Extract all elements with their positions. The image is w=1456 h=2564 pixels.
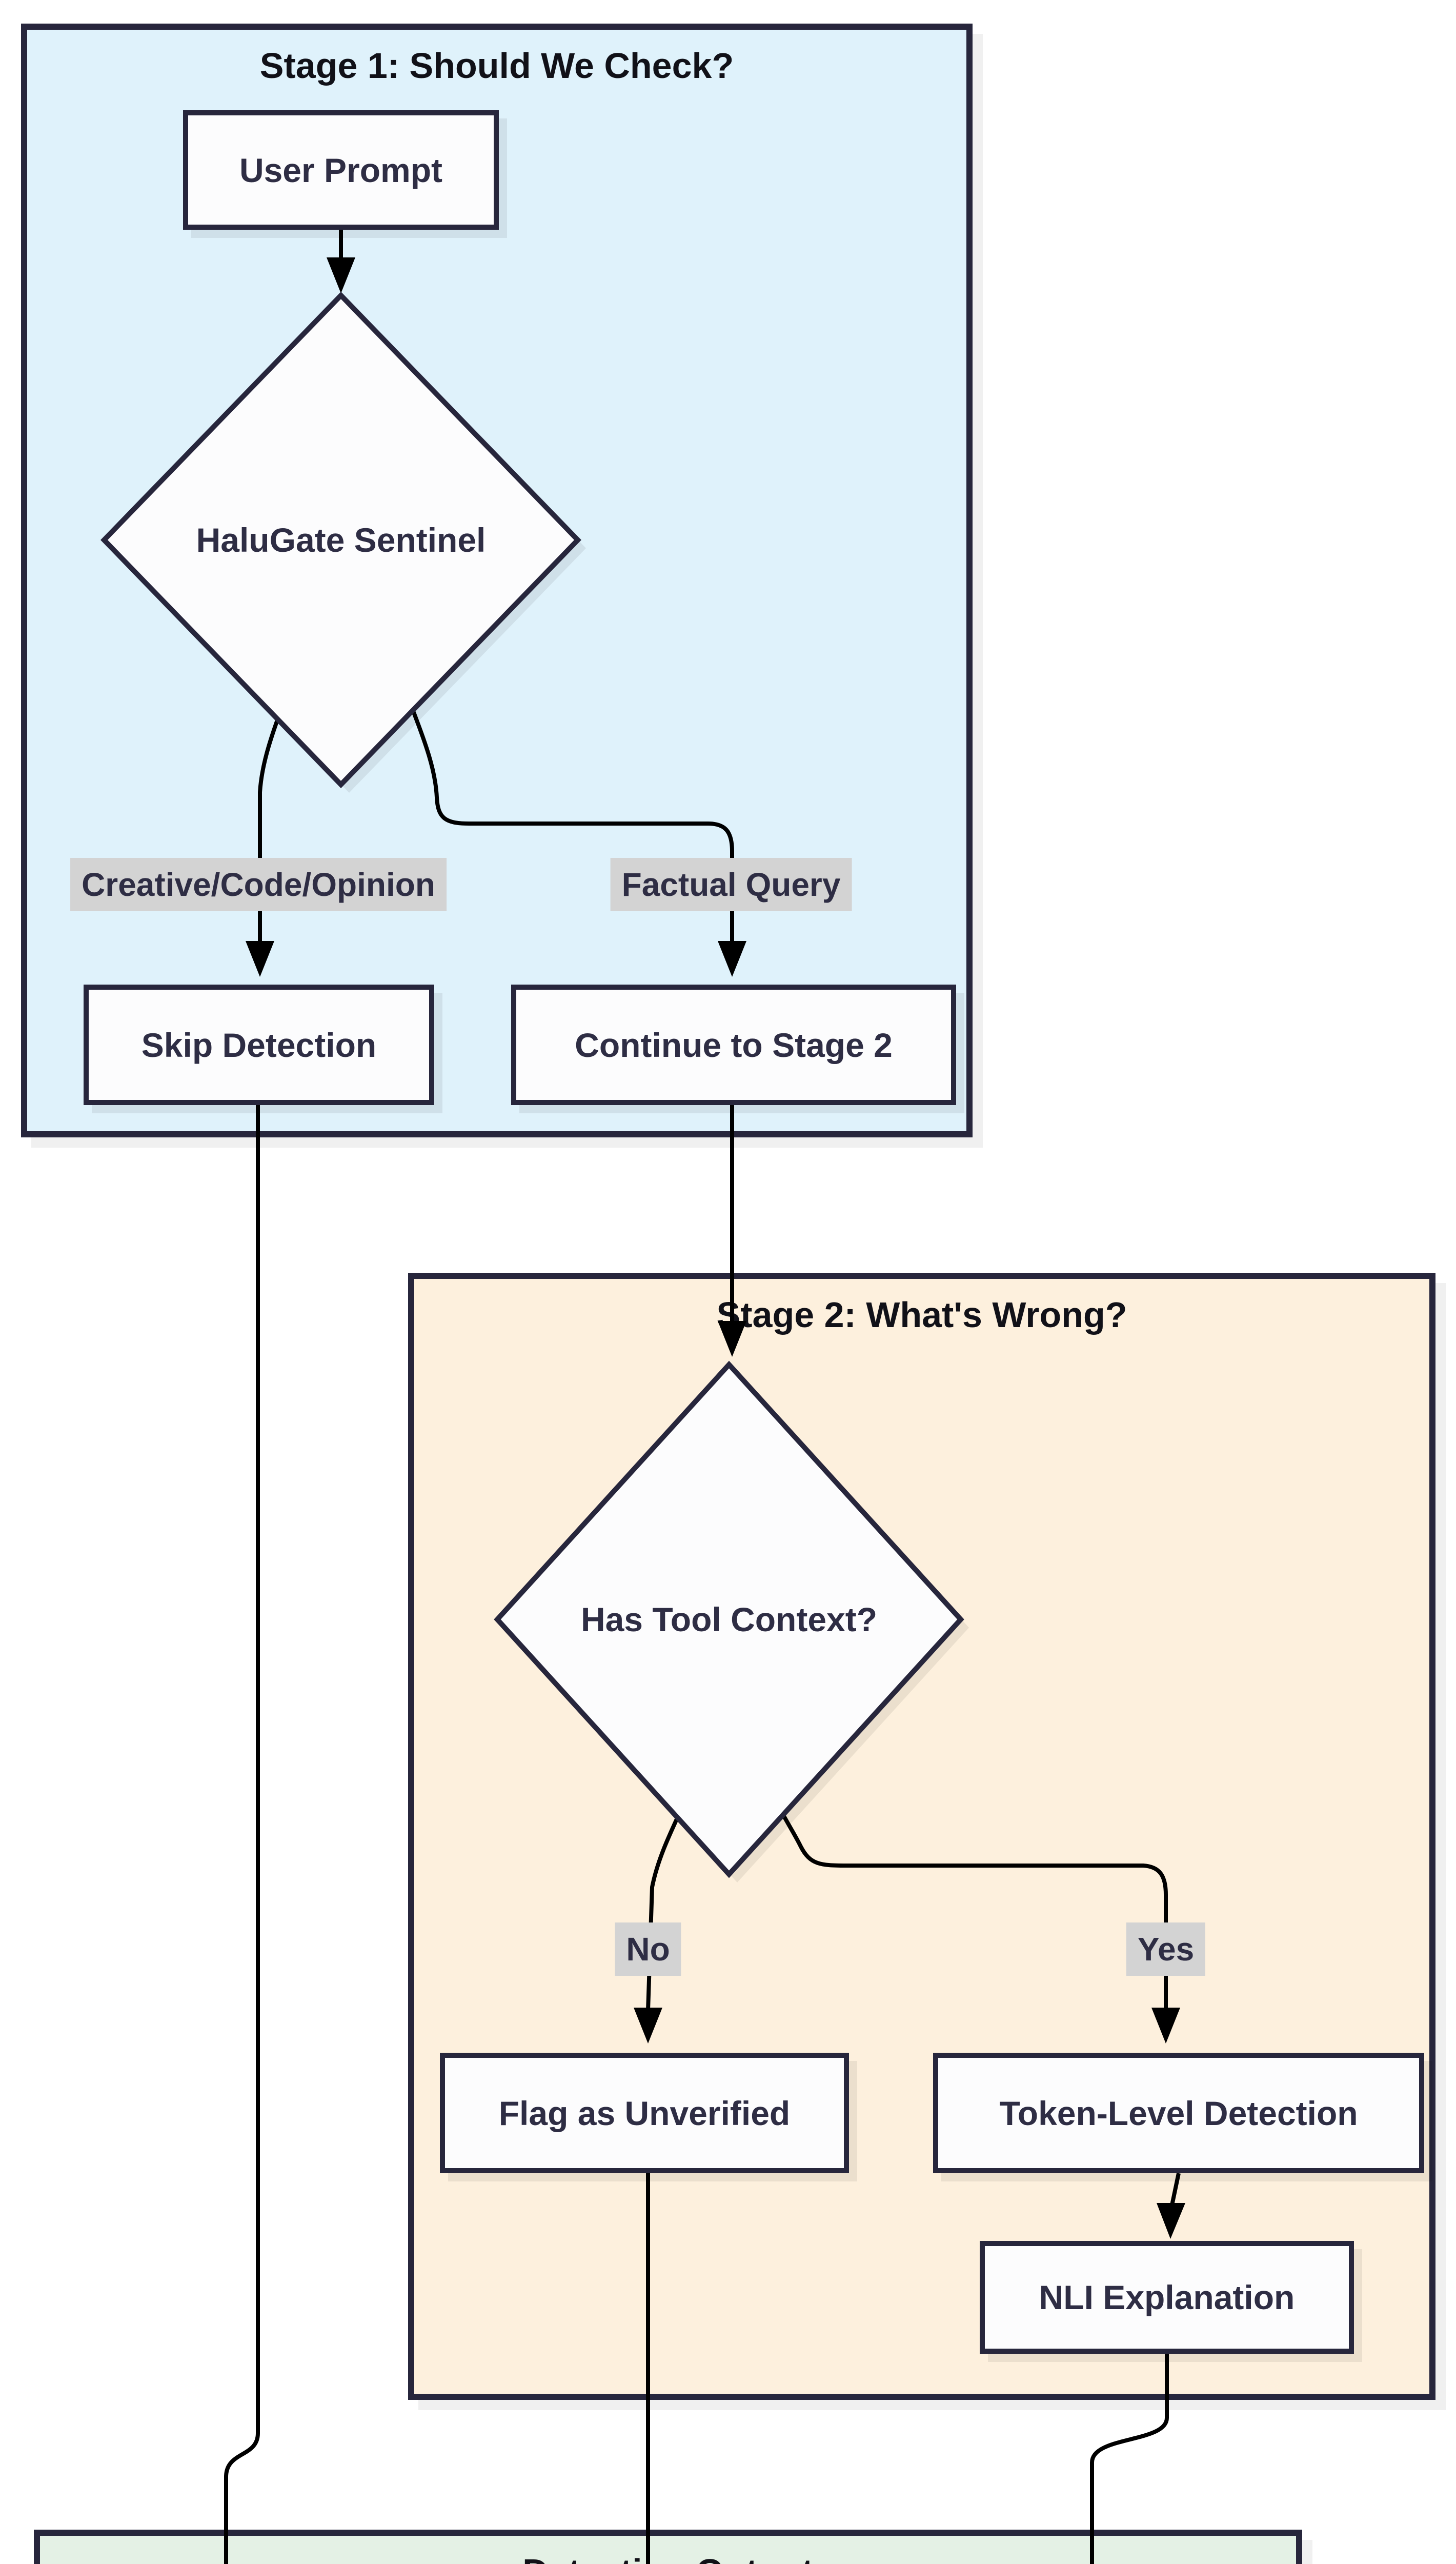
node-has-tool-context: Has Tool Context? (497, 1365, 961, 1874)
node-nli-explanation: NLI Explanation (980, 2241, 1354, 2354)
node-flag-as-unverified-label: Flag as Unverified (498, 2094, 791, 2132)
detection-output-title: Detection Output (522, 2551, 814, 2564)
stage2-container: Stage 2: What's Wrong? (408, 1273, 1435, 2400)
node-nli-explanation-label: NLI Explanation (1039, 2278, 1295, 2316)
arrowhead-icon (634, 2008, 662, 2044)
arrowhead-icon (246, 941, 274, 977)
halugate-diamond (100, 291, 581, 789)
edge-label-no: No (615, 1922, 681, 1976)
arrowhead-icon (1151, 2008, 1180, 2044)
edge-label-yes: Yes (1126, 1922, 1206, 1976)
node-flag-as-unverified: Flag as Unverified (440, 2053, 849, 2173)
stage1-title: Stage 1: Should We Check? (259, 46, 734, 86)
node-has-tool-context-label: Has Tool Context? (580, 1600, 878, 1638)
node-skip-detection: Skip Detection (84, 985, 434, 1105)
arrowhead-icon (1157, 2203, 1185, 2239)
stage2-title: Stage 2: What's Wrong? (716, 1295, 1127, 1335)
node-token-level-detection-label: Token-Level Detection (999, 2094, 1358, 2132)
edge-nli-to-report (1090, 2354, 1169, 2564)
edge-label-factual-query: Factual Query (610, 858, 852, 911)
node-continue-stage2: Continue to Stage 2 (511, 985, 956, 1105)
edge-token-to-nli (1170, 2173, 1181, 2206)
hastool-diamond (494, 1360, 964, 1878)
edge-skip-to-pass (224, 1105, 260, 2564)
arrowhead-icon (718, 941, 746, 977)
node-user-prompt-label: User Prompt (239, 151, 443, 189)
node-continue-stage2-label: Continue to Stage 2 (575, 1026, 893, 1064)
node-user-prompt: User Prompt (183, 110, 499, 230)
edge-halugate-to-continue (405, 692, 734, 944)
arrowhead-icon (718, 1321, 746, 1357)
node-token-level-detection: Token-Level Detection (933, 2053, 1424, 2173)
node-skip-detection-label: Skip Detection (141, 1026, 377, 1064)
arrowhead-icon (327, 257, 355, 293)
edge-label-creative-code-opinion: Creative/Code/Opinion (70, 858, 447, 911)
edge-hastool-to-token (764, 1779, 1168, 2010)
node-halugate-sentinel-label: HaluGate Sentinel (196, 521, 486, 559)
node-halugate-sentinel: HaluGate Sentinel (104, 295, 578, 785)
